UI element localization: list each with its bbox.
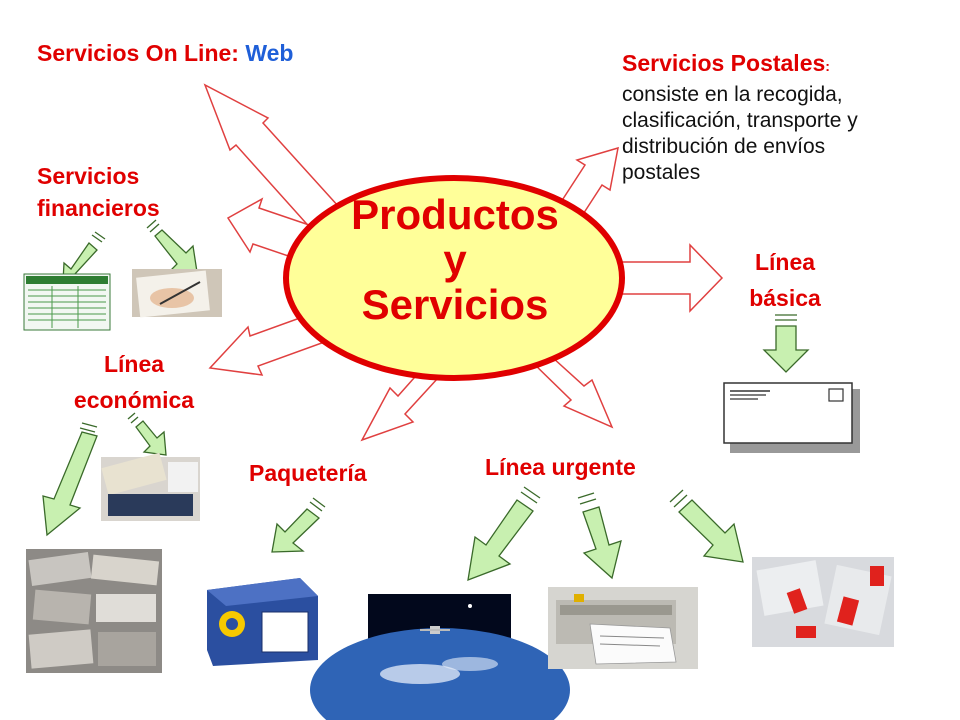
parcel-box-image xyxy=(200,568,320,668)
label-servicios-online: Servicios On Line: Web xyxy=(37,40,293,68)
green-arrow-economica-right xyxy=(127,412,167,456)
signing-document-image xyxy=(132,269,222,318)
center-title: Productos y Servicios xyxy=(300,192,610,327)
label-linea-economica: Línea económica xyxy=(44,346,224,418)
green-arrow-financieros-right xyxy=(146,219,198,273)
label-paqueteria: Paquetería xyxy=(249,460,367,486)
green-arrow-urgente-center xyxy=(577,492,622,580)
green-arrow-economica-left xyxy=(42,422,98,537)
label-servicios-financieros: Servicios financieros xyxy=(37,160,160,224)
postales-desc-line: postales xyxy=(622,161,701,184)
label-basica-line: básica xyxy=(749,285,821,311)
center-title-line: Servicios xyxy=(361,281,549,328)
arrow-to-basica xyxy=(609,243,724,313)
green-arrow-basica xyxy=(762,314,810,373)
postales-desc-line: clasificación, transporte y xyxy=(622,109,858,132)
postales-description: consiste en la recogida, clasificación, … xyxy=(622,82,942,186)
magazine-stacks-image xyxy=(26,549,162,673)
label-linea-urgente: Línea urgente xyxy=(485,454,636,480)
label-postales-colon: : xyxy=(825,58,830,74)
postales-desc-line: consiste en la recogida, xyxy=(622,83,843,106)
urgent-labels-image xyxy=(752,557,894,647)
label-financieros-line: Servicios xyxy=(37,163,140,189)
center-title-line: y xyxy=(443,236,467,283)
fax-machine-image xyxy=(548,587,698,669)
label-linea-basica: Línea básica xyxy=(730,244,840,316)
green-arrow-urgente-right xyxy=(669,489,744,563)
label-basica-line: Línea xyxy=(754,249,816,275)
green-arrow-paqueteria xyxy=(271,497,326,553)
center-oval xyxy=(283,175,625,381)
earth-satellite-image xyxy=(310,594,570,720)
label-financieros-line: financieros xyxy=(37,195,160,221)
label-economica-line: Línea xyxy=(103,351,165,377)
label-online-prefix: Servicios On Line: xyxy=(37,40,246,66)
center-title-line: Productos xyxy=(351,191,559,238)
postales-desc-line: distribución de envíos xyxy=(622,135,826,158)
label-servicios-postales: Servicios Postales: xyxy=(622,50,830,78)
arrow-to-economica xyxy=(208,309,331,376)
arrow-to-paqueteria xyxy=(360,358,439,442)
label-online-web: Web xyxy=(245,40,294,66)
label-postales-title: Servicios Postales xyxy=(622,50,826,76)
label-economica-line: económica xyxy=(73,387,195,413)
financial-forms-image xyxy=(23,273,111,331)
green-arrow-urgente-left xyxy=(467,486,541,582)
envelope-image xyxy=(723,382,860,453)
economic-mail-bundle-image xyxy=(101,452,200,521)
